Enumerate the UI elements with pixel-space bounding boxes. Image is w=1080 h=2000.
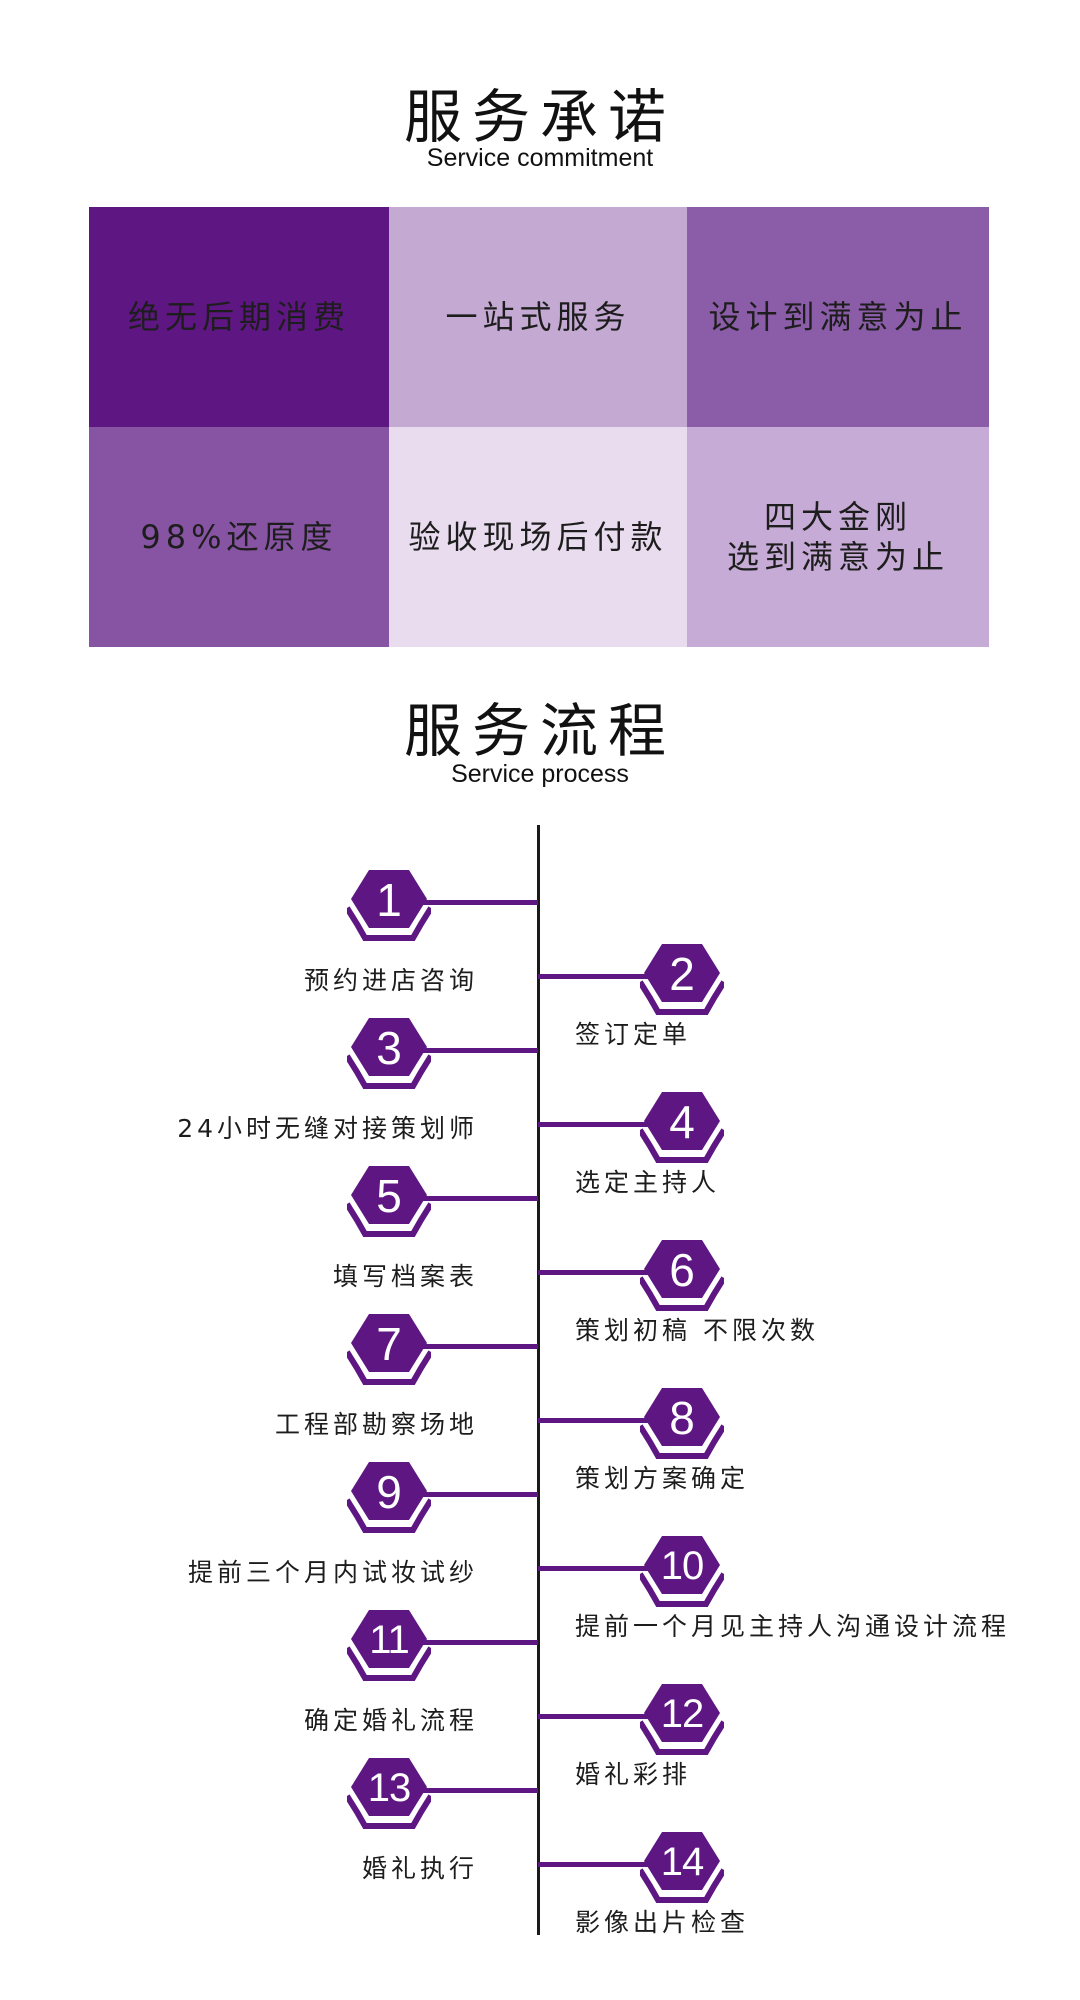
commitment-cell-text: 设计到满意为止	[708, 298, 968, 336]
commitment-cell: 设计到满意为止	[687, 207, 989, 427]
commitment-cell: 一站式服务	[389, 207, 687, 427]
connector-bar	[538, 1566, 654, 1571]
hexagon-icon	[640, 1240, 724, 1311]
step-label: 填写档案表	[332, 1262, 478, 1291]
commitment-grid: 绝无后期消费 一站式服务 设计到满意为止 98%还原度 验收现场后付款 四大金刚…	[89, 207, 989, 647]
connector-bar	[538, 1122, 654, 1127]
connector-bar	[417, 1196, 538, 1201]
connector-bar	[538, 1714, 654, 1719]
step-number: 14	[660, 1840, 705, 1884]
process-timeline-line	[537, 825, 540, 1935]
process-title: 服务流程	[403, 697, 676, 765]
step-number: 4	[669, 1096, 695, 1148]
commitment-title: 服务承诺	[403, 83, 676, 151]
step-label: 策划方案确定	[575, 1464, 750, 1493]
step-number-badge: 13	[347, 1756, 431, 1832]
hexagon-icon	[640, 1092, 724, 1163]
connector-bar	[538, 1418, 654, 1423]
step-number-badge: 3	[347, 1016, 431, 1092]
commitment-cell-text-line2: 选到满意为止	[726, 538, 949, 576]
connector-bar	[417, 1344, 538, 1349]
step-label: 签订定单	[575, 1020, 692, 1049]
connector-bar	[538, 1270, 654, 1275]
step-label: 24小时无缝对接策划师	[177, 1114, 478, 1143]
step-label: 工程部勘察场地	[274, 1410, 478, 1439]
hexagon-icon	[347, 870, 431, 941]
connector-bar	[538, 974, 654, 979]
step-label: 影像出片检查	[575, 1908, 750, 1937]
step-number: 10	[660, 1544, 705, 1588]
step-number: 7	[376, 1318, 402, 1370]
process-subtitle: Service process	[451, 760, 629, 788]
step-number-badge: 8	[640, 1386, 724, 1462]
step-number-badge: 5	[347, 1164, 431, 1240]
commitment-cell-text: 绝无后期消费	[127, 298, 350, 336]
commitment-subtitle: Service commitment	[426, 144, 654, 172]
step-label: 婚礼执行	[361, 1854, 478, 1883]
connector-bar	[538, 1862, 654, 1867]
step-number-badge: 14	[640, 1830, 724, 1906]
hexagon-icon	[347, 1462, 431, 1533]
commitment-cell: 绝无后期消费	[89, 207, 389, 427]
step-label: 提前一个月见主持人沟通设计流程	[575, 1612, 1011, 1641]
commitment-cell-text: 验收现场后付款	[408, 518, 668, 556]
step-number: 12	[660, 1692, 705, 1736]
hexagon-icon	[347, 1758, 431, 1829]
step-number: 3	[376, 1022, 402, 1074]
hexagon-icon	[347, 1610, 431, 1681]
connector-bar	[417, 1048, 538, 1053]
step-number-badge: 11	[347, 1608, 431, 1684]
step-number: 8	[669, 1392, 695, 1444]
step-number: 5	[376, 1170, 402, 1222]
commitment-cell-text-line1: 四大金刚	[763, 498, 912, 536]
step-number-badge: 7	[347, 1312, 431, 1388]
commitment-cell: 验收现场后付款	[389, 427, 687, 647]
connector-bar	[417, 1640, 538, 1645]
step-number-badge: 10	[640, 1534, 724, 1610]
step-number-badge: 2	[640, 942, 724, 1018]
hexagon-icon	[640, 1536, 724, 1607]
step-number-badge: 9	[347, 1460, 431, 1536]
step-number: 2	[669, 948, 695, 1000]
step-number-badge: 6	[640, 1238, 724, 1314]
connector-bar	[417, 900, 538, 905]
step-number: 11	[369, 1618, 410, 1662]
step-number: 13	[367, 1766, 412, 1810]
step-number: 1	[376, 874, 402, 926]
step-number-badge: 4	[640, 1090, 724, 1166]
connector-bar	[417, 1492, 538, 1497]
commitment-cell-text: 98%还原度	[140, 518, 338, 556]
hexagon-icon	[640, 944, 724, 1015]
step-label: 确定婚礼流程	[303, 1706, 478, 1735]
hexagon-icon	[347, 1314, 431, 1385]
hexagon-icon	[640, 1684, 724, 1755]
hexagon-icon	[347, 1018, 431, 1089]
step-label: 策划初稿 不限次数	[575, 1316, 819, 1345]
step-number: 9	[376, 1466, 402, 1518]
connector-bar	[417, 1788, 538, 1793]
commitment-cell: 98%还原度	[89, 427, 389, 647]
step-label: 预约进店咨询	[303, 966, 478, 995]
step-number-badge: 1	[347, 868, 431, 944]
commitment-cell-text: 一站式服务	[445, 298, 631, 336]
hexagon-icon	[640, 1388, 724, 1459]
commitment-cell: 四大金刚 选到满意为止	[687, 427, 989, 647]
step-number-badge: 12	[640, 1682, 724, 1758]
step-label: 提前三个月内试妆试纱	[187, 1558, 478, 1587]
hexagon-icon	[640, 1832, 724, 1903]
step-label: 婚礼彩排	[575, 1760, 692, 1789]
hexagon-icon	[347, 1166, 431, 1237]
step-number: 6	[669, 1244, 695, 1296]
step-label: 选定主持人	[575, 1168, 721, 1197]
